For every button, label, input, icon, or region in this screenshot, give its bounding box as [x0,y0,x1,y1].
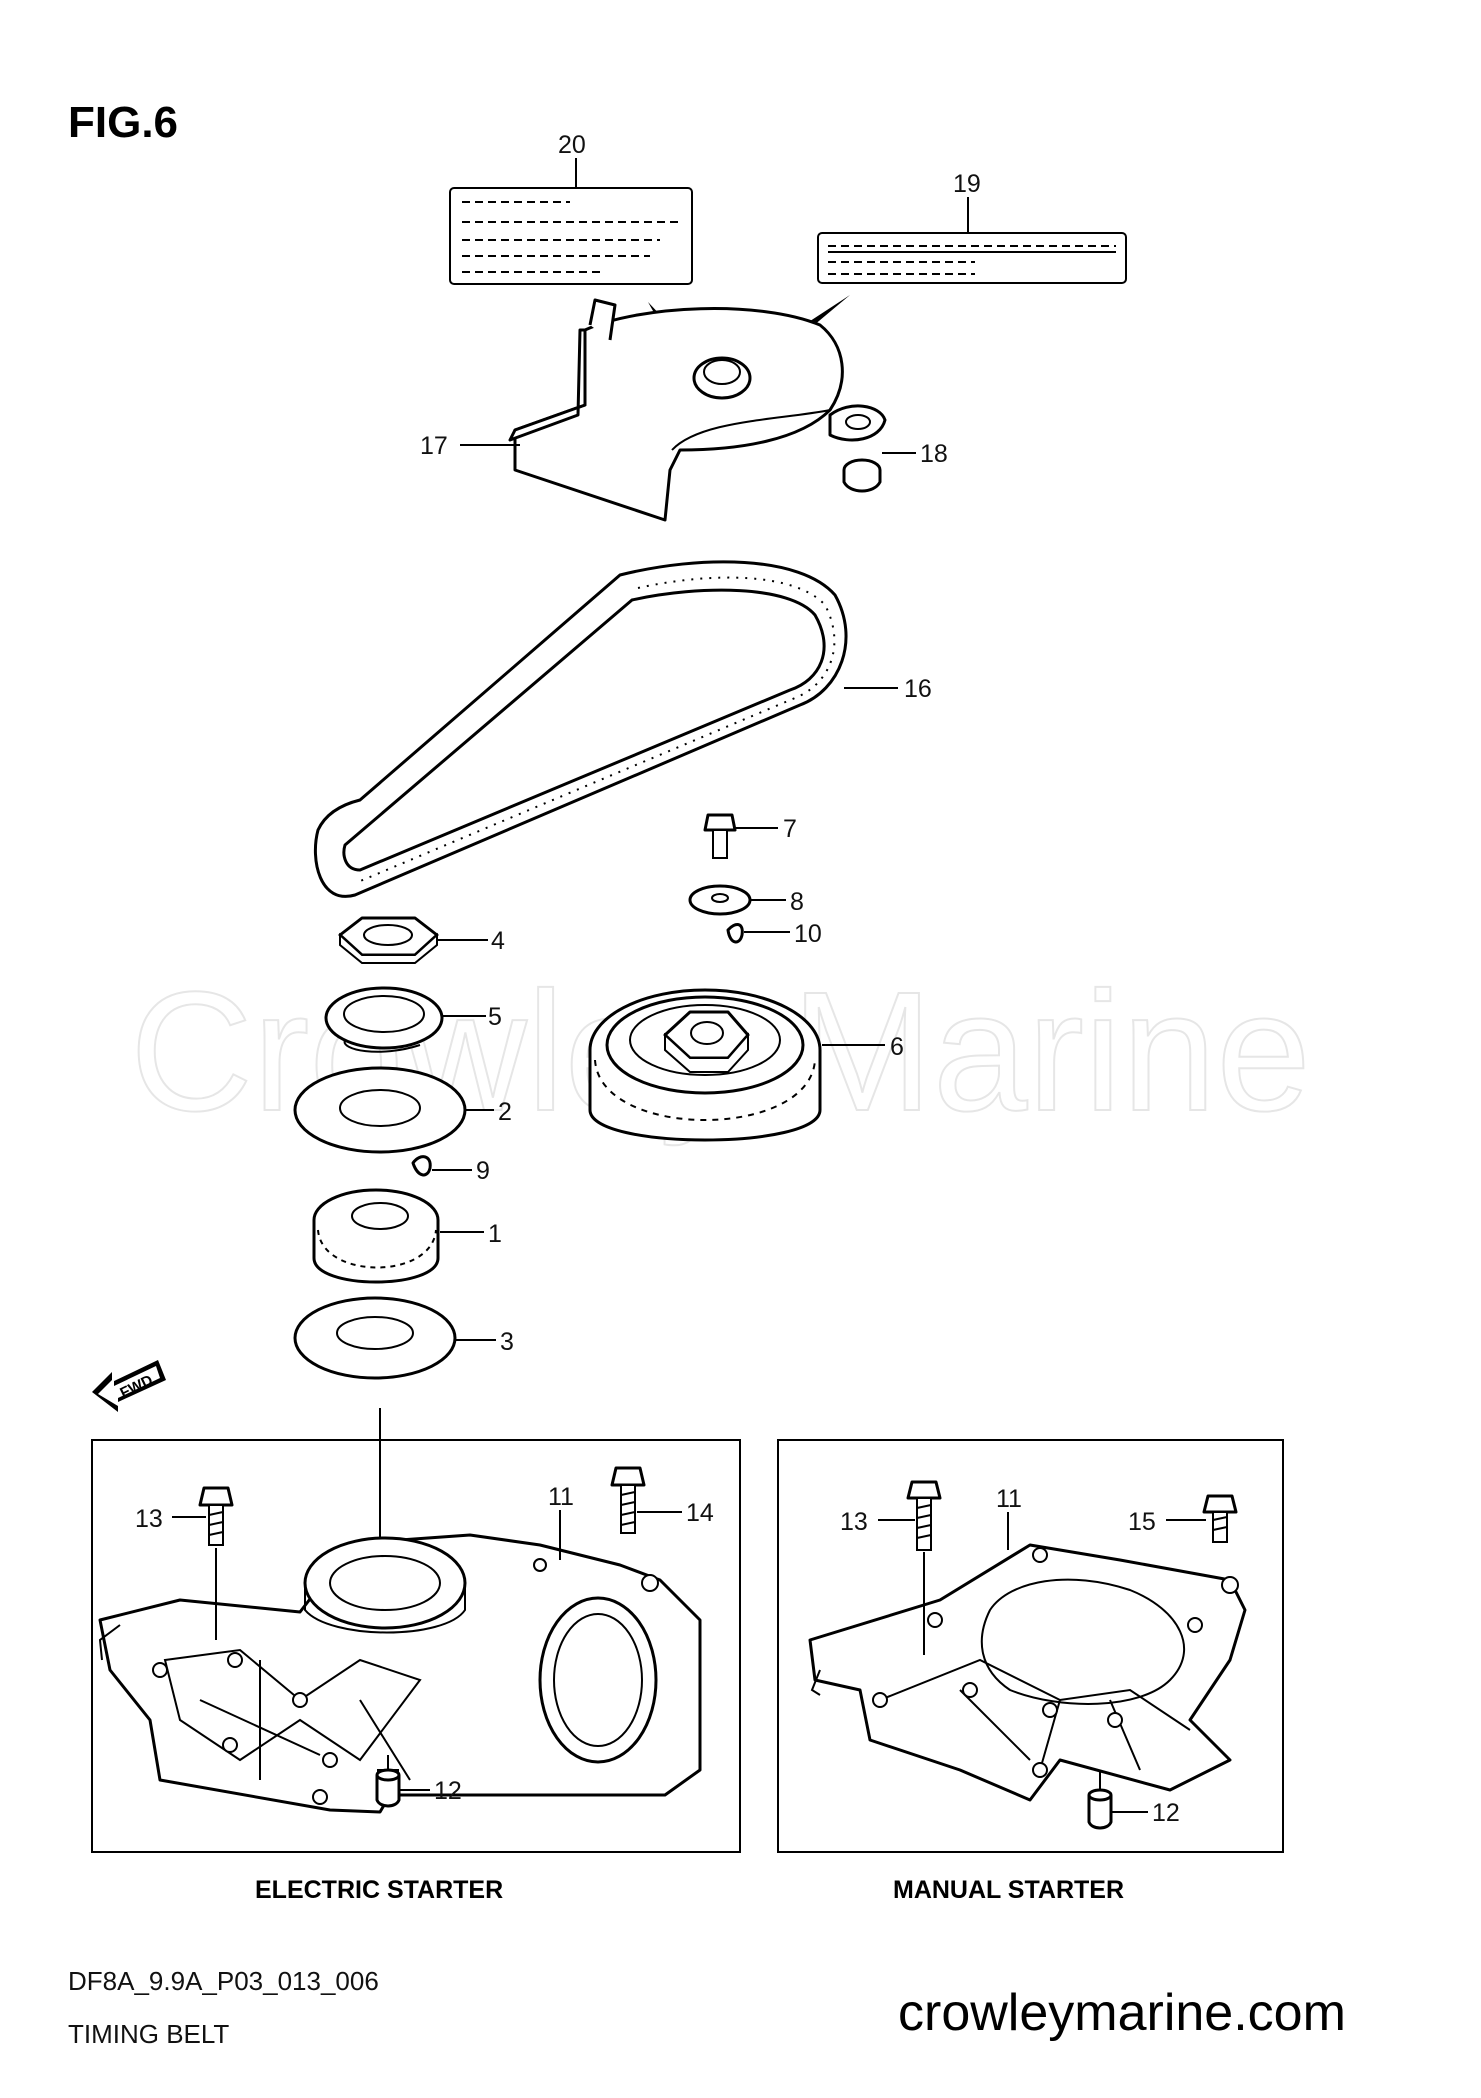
callout-6: 6 [890,1033,904,1061]
callout-13a: 13 [135,1505,163,1533]
drawing-title: TIMING BELT [68,2019,229,2049]
callout-3: 3 [500,1328,514,1356]
callout-16: 16 [904,675,932,703]
part-16-timing-belt [313,560,848,898]
callout-5: 5 [488,1003,502,1031]
part-2-plate [293,1066,467,1154]
callout-18: 18 [920,440,948,468]
part-10-key [726,923,744,944]
part-13b-bolt [906,1480,942,1551]
drawing-code: DF8A_9.9A_P03_013_006 [68,1966,379,1996]
figure-label: FIG.6 [68,98,178,147]
part-11-manual-case [808,1543,1247,1802]
callout-15: 15 [1128,1508,1156,1536]
part-20-decal [449,187,693,285]
callout-17: 17 [420,432,448,460]
part-5-belt-guide [324,986,444,1053]
part-14-bolt [610,1466,646,1534]
part-9-key [411,1155,432,1177]
callout-8: 8 [790,888,804,916]
part-15-bolt [1202,1494,1238,1543]
callout-20: 20 [558,131,586,159]
callout-1: 1 [488,1220,502,1248]
part-18-grommet [842,458,882,493]
callout-12b: 12 [1152,1799,1180,1827]
part-8-washer [688,884,752,916]
callout-14: 14 [686,1499,714,1527]
part-3-plate [293,1296,457,1380]
part-19-decal [817,232,1127,284]
part-17-timing-cover [508,298,887,522]
callout-4: 4 [491,927,505,955]
fwd-arrow-icon: FWD [92,1360,166,1412]
caption-manual-starter: MANUAL STARTER [893,1876,1124,1904]
part-12a-dowel [375,1768,401,1808]
caption-electric-starter: ELECTRIC STARTER [255,1876,503,1904]
part-13a-bolt [198,1486,234,1546]
part-6-camshaft-pulley [588,988,822,1142]
part-11-electric-case [98,1533,702,1814]
callout-13b: 13 [840,1508,868,1536]
part-12b-dowel [1087,1788,1113,1830]
part-7-bolt [703,813,737,859]
callout-7: 7 [783,815,797,843]
panel-manual-starter [777,1439,1284,1853]
callout-2: 2 [498,1098,512,1126]
callout-9: 9 [476,1157,490,1185]
callout-19: 19 [953,170,981,198]
panel-electric-starter [91,1439,741,1853]
callout-10: 10 [794,920,822,948]
website-link[interactable]: crowleymarine.com [898,1984,1346,2042]
callout-11a: 11 [548,1483,574,1511]
part-4-nut [338,916,439,964]
part-1-crank-pulley [312,1188,440,1284]
callout-12a: 12 [434,1777,462,1805]
callout-11b: 11 [996,1485,1022,1513]
